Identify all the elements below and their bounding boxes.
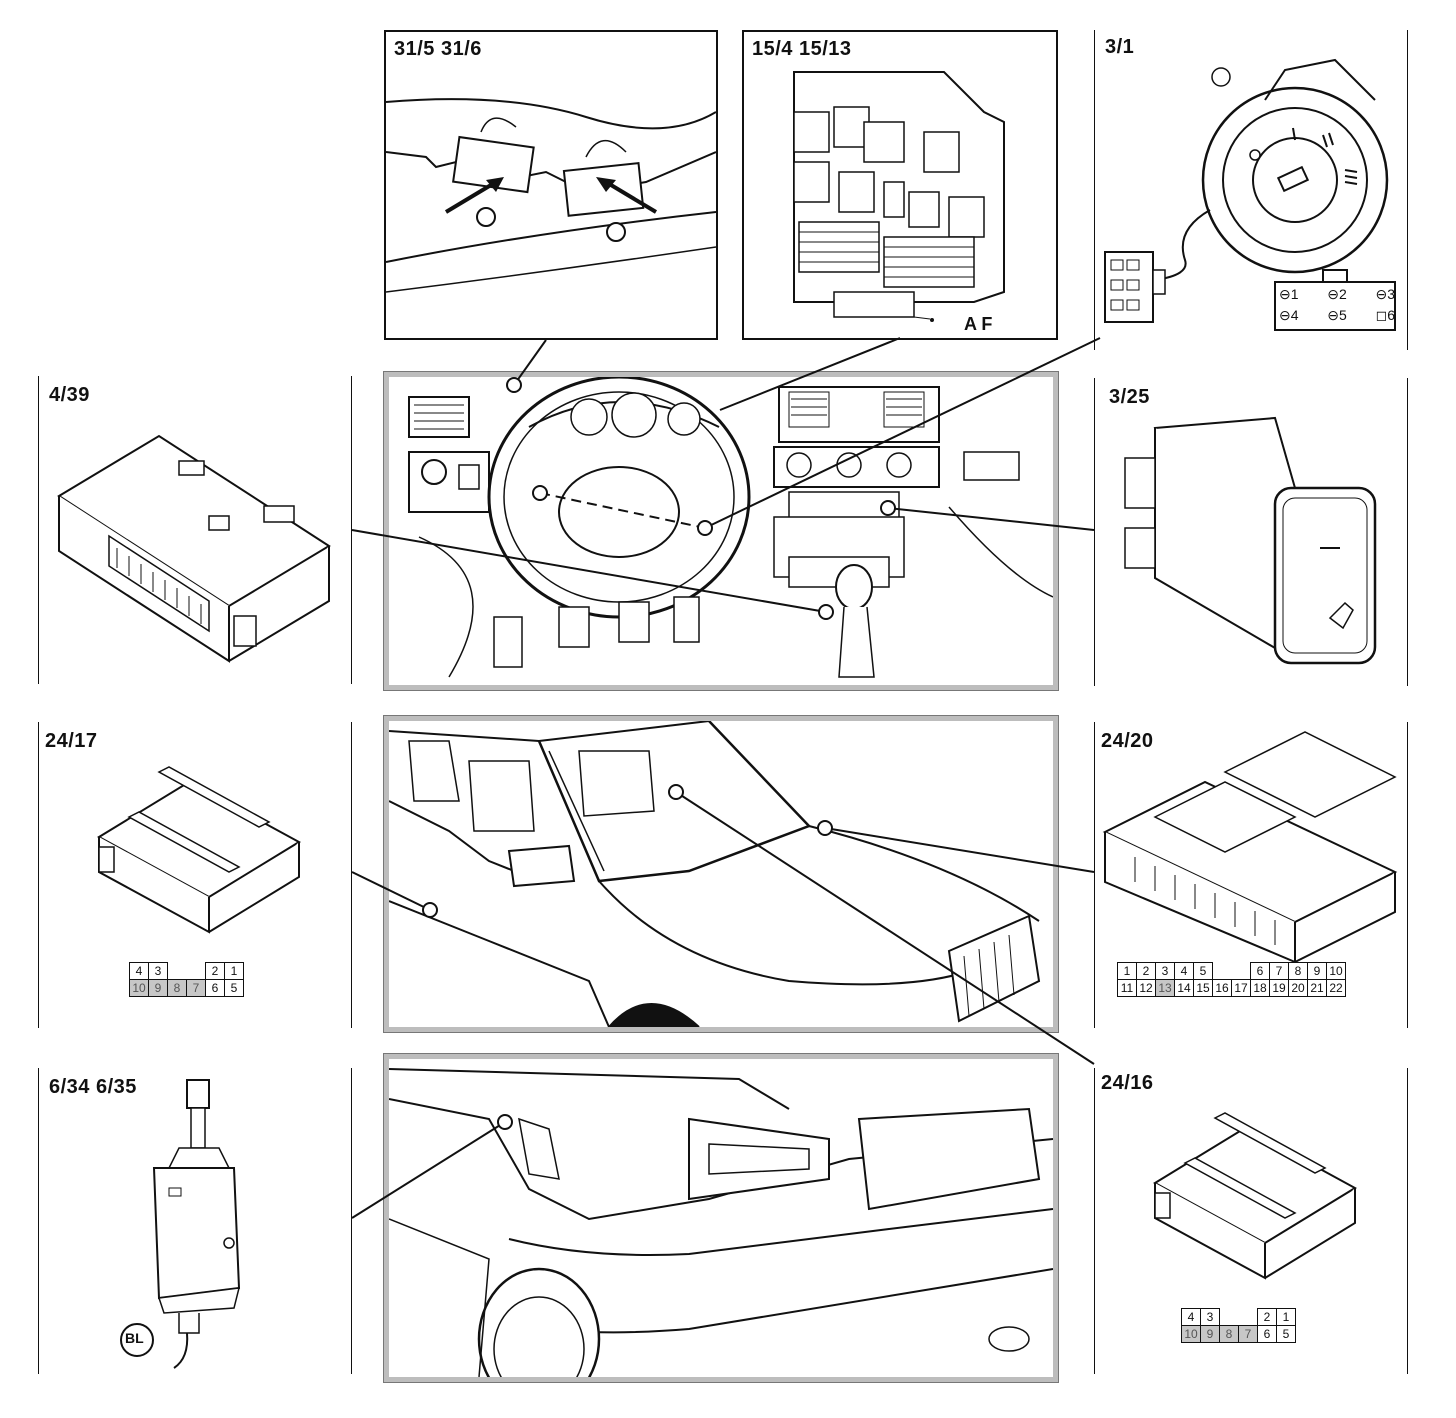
pin-gap	[1213, 963, 1232, 980]
car-rear-overview-panel	[383, 1053, 1059, 1383]
pin-6: ◻6	[1375, 307, 1395, 323]
af-label: A F	[964, 314, 993, 334]
panel-31-5-31-6: 31/5 31/6	[384, 30, 718, 340]
pin-cell: 1	[1117, 962, 1137, 980]
pin-cell: 15	[1193, 979, 1213, 997]
dashboard-overview-panel	[383, 371, 1059, 691]
pin-cell: 10	[1326, 962, 1346, 980]
bl-badge: BL	[125, 1330, 144, 1346]
pin-cell: 19	[1269, 979, 1289, 997]
pin-cell: 4	[129, 962, 149, 980]
car-rear-drawing	[389, 1059, 1053, 1377]
pin-cell: 1	[224, 962, 244, 980]
pin-5: ⊖5	[1327, 307, 1347, 323]
pin-cell: 8	[1288, 962, 1308, 980]
dashboard-underside-drawing	[386, 98, 716, 293]
connector-24-17-drawing	[97, 766, 301, 934]
pin-cell: 7	[186, 979, 206, 997]
pin-cell: 2	[1136, 962, 1156, 980]
panel-label: 24/17	[45, 730, 98, 752]
pin-cell: 7	[1269, 962, 1289, 980]
pin-cell: 6	[1250, 962, 1270, 980]
pin-1: ⊖1	[1279, 286, 1299, 302]
pin-2: ⊖2	[1327, 286, 1347, 302]
pin-cell: 3	[1155, 962, 1175, 980]
pin-cell: 8	[1219, 1325, 1239, 1343]
ignition-pin-key: ⊖1 ⊖2 ⊖3 ⊖4 ⊖5 ◻6	[1279, 286, 1395, 324]
dashboard-interior-drawing	[389, 377, 1053, 685]
pin-cell: 22	[1326, 979, 1346, 997]
pin-gap	[1239, 1309, 1258, 1326]
ignition-switch-drawing	[1104, 58, 1396, 331]
pin-cell: 9	[1200, 1325, 1220, 1343]
pin-cell: 8	[167, 979, 187, 997]
pin-gap	[1232, 963, 1251, 980]
pin-cell: 18	[1250, 979, 1270, 997]
pin-cell: 14	[1174, 979, 1194, 997]
panel-label: 31/5 31/6	[394, 38, 482, 60]
panel-15-4-15-13: 15/4 15/13 A F	[742, 30, 1058, 340]
pin-cell: 2	[205, 962, 225, 980]
car-front-drawing	[389, 721, 1053, 1027]
control-module-drawing	[57, 434, 331, 663]
pin-cell: 13	[1155, 979, 1175, 997]
pin-cell: 5	[1276, 1325, 1296, 1343]
pin-cell: 3	[1200, 1308, 1220, 1326]
panel-label: 3/1	[1105, 36, 1135, 58]
panel-label: 6/34 6/35	[49, 1076, 137, 1098]
pin-cell: 6	[205, 979, 225, 997]
pin-gap	[1220, 1309, 1239, 1326]
pin-cell: 6	[1257, 1325, 1277, 1343]
panel-3-25: 3/25	[1094, 378, 1408, 686]
pin-cell: 11	[1117, 979, 1137, 997]
panel-6-34-6-35: 6/34 6/35 BL	[38, 1068, 352, 1374]
pin-cell: 9	[148, 979, 168, 997]
pin-cell: 2	[1257, 1308, 1277, 1326]
pin-3: ⊖3	[1375, 286, 1395, 302]
pin-cell: 20	[1288, 979, 1308, 997]
panel-label: 3/25	[1109, 386, 1150, 408]
pin-cell: 9	[1307, 962, 1327, 980]
panel-label: 15/4 15/13	[752, 38, 852, 60]
panel-label: 24/20	[1101, 730, 1154, 752]
pin-4: ⊖4	[1279, 307, 1299, 323]
connector-24-16-drawing	[1153, 1112, 1357, 1280]
panel-4-39: 4/39	[38, 376, 352, 684]
panel-3-1: 3/1 ⊖1 ⊖2 ⊖3 ⊖4 ⊖5	[1094, 30, 1408, 350]
pin-gap	[187, 963, 206, 980]
pin-cell: 5	[1193, 962, 1213, 980]
door-lock-motor-drawing	[120, 1079, 241, 1369]
pin-cell: 1	[1276, 1308, 1296, 1326]
window-switch-drawing	[1124, 416, 1377, 665]
pin-cell: 10	[1181, 1325, 1201, 1343]
panel-label: 24/16	[1101, 1072, 1154, 1094]
pin-cell: 3	[148, 962, 168, 980]
pin-cell: 5	[224, 979, 244, 997]
pin-cell: 12	[1136, 979, 1156, 997]
pin-cell: 16	[1212, 979, 1232, 997]
pin-cell: 4	[1181, 1308, 1201, 1326]
pin-cell: 10	[129, 979, 149, 997]
pin-cell: 4	[1174, 962, 1194, 980]
pin-cell: 7	[1238, 1325, 1258, 1343]
car-front-overview-panel	[383, 715, 1059, 1033]
relay-box-drawing	[793, 71, 1005, 322]
connector-24-20-drawing	[1102, 731, 1398, 962]
pin-cell: 17	[1231, 979, 1251, 997]
pin-gap	[168, 963, 187, 980]
pin-cell: 21	[1307, 979, 1327, 997]
panel-label: 4/39	[49, 384, 90, 406]
